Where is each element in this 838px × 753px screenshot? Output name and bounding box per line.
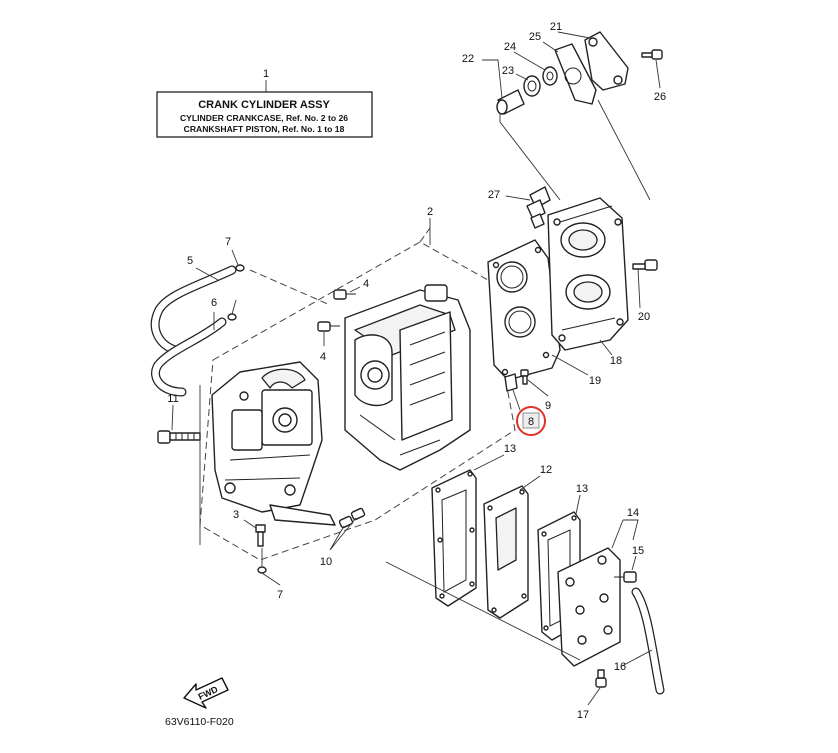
gasket-25: [554, 43, 597, 105]
callout-numbers: 2 3 4 4 5 6 7 7 9 10 11 12 13 13 14 15 1…: [167, 21, 666, 721]
exhaust-plate-12: [483, 485, 529, 619]
crankcase: [211, 361, 336, 526]
bolt-11: [157, 430, 201, 444]
callout-6: 6: [211, 297, 217, 309]
callout-16: 16: [614, 661, 626, 673]
callout-19: 19: [589, 375, 601, 387]
diagram-code: 63V6110-F020: [165, 716, 234, 728]
callout-5: 5: [187, 255, 193, 267]
callout-26: 26: [654, 91, 666, 103]
dowel-pins-10: [338, 507, 366, 529]
hose-clips-7: [227, 264, 267, 574]
callout-10: 10: [320, 556, 332, 568]
callout-8: 8: [528, 416, 534, 428]
callout-1: 1: [263, 68, 269, 80]
callout-20: 20: [638, 311, 650, 323]
callout-7-lower: 7: [277, 589, 283, 601]
head-gasket-19: [487, 239, 561, 381]
grommet-23: [523, 75, 541, 97]
hose-16: [631, 587, 665, 695]
seal-24: [542, 66, 558, 86]
screw-9: [520, 369, 529, 385]
callout-14: 14: [627, 507, 639, 519]
fitting-4-upper: [333, 289, 356, 300]
assembly-subtitle-crankshaft: CRANKSHAFT PISTON, Ref. No. 1 to 18: [184, 124, 345, 134]
callout-18: 18: [610, 355, 622, 367]
hose-5: [150, 265, 237, 355]
fwd-arrow-icon: FWD: [183, 677, 229, 709]
callout-7-upper: 7: [225, 236, 231, 248]
callout-24: 24: [504, 41, 516, 53]
callout-3: 3: [233, 509, 239, 521]
highlight-ring: [516, 406, 546, 436]
callout-13-left: 13: [504, 443, 516, 455]
gasket-13-left: [431, 469, 477, 607]
exhaust-cover-14: [557, 547, 621, 667]
bolt-20: [632, 259, 658, 271]
anode-8: [504, 373, 518, 392]
fitting-15: [614, 571, 637, 583]
bolt-26: [641, 49, 663, 60]
hose-6: [151, 317, 227, 397]
callout-17: 17: [577, 709, 589, 721]
assembly-subtitle-cylinder: CYLINDER CRANKCASE, Ref. No. 2 to 26: [180, 113, 348, 123]
bolt-17: [595, 669, 607, 688]
cylinder-head-18: [547, 197, 629, 351]
leader-lines: [171, 31, 661, 706]
callout-15: 15: [632, 545, 644, 557]
callout-21: 21: [550, 21, 562, 33]
cylinder-group-outline: [199, 227, 521, 561]
callout-13-right: 13: [576, 483, 588, 495]
title-box: 1 CRANK CYLINDER ASSY CYLINDER CRANKCASE…: [156, 68, 373, 138]
highlighted-callout-8[interactable]: 8: [516, 406, 546, 436]
spark-plug-27: [526, 186, 551, 229]
callout-9: 9: [545, 400, 551, 412]
cylinder-block: [344, 284, 471, 471]
callout-25: 25: [529, 31, 541, 43]
callout-12: 12: [540, 464, 552, 476]
callout-22: 22: [462, 53, 474, 65]
fitting-4-lower: [317, 321, 340, 332]
assembly-title: CRANK CYLINDER ASSY: [198, 99, 330, 111]
callout-23: 23: [502, 65, 514, 77]
callout-4-upper: 4: [363, 278, 369, 290]
callout-4-lower: 4: [320, 351, 326, 363]
callout-2: 2: [427, 206, 433, 218]
callout-11: 11: [167, 393, 178, 405]
bolt-3: [255, 524, 266, 547]
callout-27: 27: [488, 189, 500, 201]
thermostat-cover-21: [584, 31, 629, 91]
thermostat-22: [496, 89, 525, 115]
